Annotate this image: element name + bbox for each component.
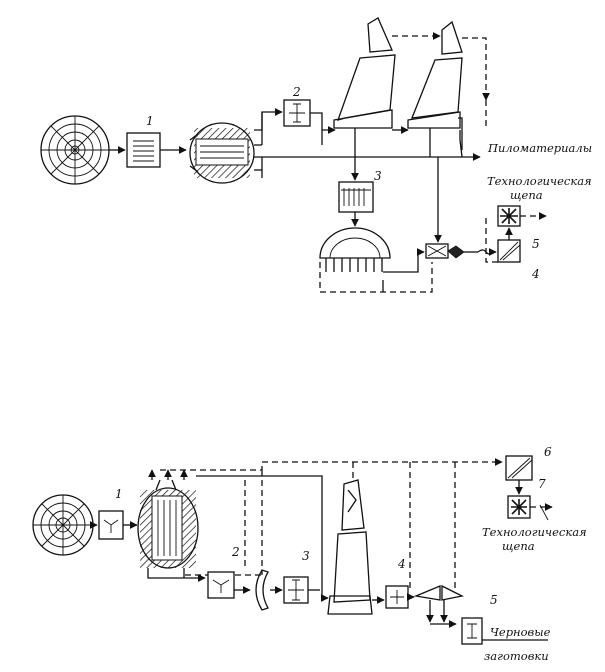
blanks-label-line2: заготовки <box>484 649 549 663</box>
label-1-bottom: 1 <box>115 487 123 501</box>
label-1: 1 <box>146 114 154 128</box>
label-5: 5 <box>532 237 540 251</box>
cant-log-icon <box>189 122 255 184</box>
machine-2-box <box>283 99 311 127</box>
machine-5-box-bottom <box>461 617 483 645</box>
machine-1-box-bottom <box>98 510 124 540</box>
cant-slice-icon <box>255 569 269 611</box>
machine-1-box <box>126 132 161 168</box>
label-3-bottom: 3 <box>302 549 310 563</box>
machine-3-box <box>338 181 374 213</box>
log-end-icon <box>40 115 110 185</box>
blanks-label-line1: Черновые <box>490 625 551 639</box>
board-cone-bottom-icon <box>327 479 373 615</box>
log-end-icon-bottom <box>32 494 94 556</box>
machine-5-box <box>497 205 521 227</box>
chips-label-bottom-line2: щепа <box>502 539 535 553</box>
lumber-label: Пиломатериалы <box>487 141 592 155</box>
label-4: 4 <box>531 267 540 281</box>
machine-4-box <box>497 239 521 263</box>
machine-2-box-bottom <box>207 571 235 599</box>
machine-6-box <box>505 455 533 481</box>
label-3: 3 <box>374 169 382 183</box>
sawn-log-icon <box>137 469 199 569</box>
chips-label-line1: Технологическая <box>487 174 592 188</box>
edging-slabs-icon <box>413 584 464 601</box>
chips-label-bottom-line1: Технологическая <box>482 525 587 539</box>
machine-7-box <box>507 495 531 519</box>
label-4-bottom: 4 <box>397 557 406 571</box>
label-6: 6 <box>544 445 552 459</box>
board-cone-2-icon <box>407 20 463 129</box>
machine-4-box-bottom <box>385 585 409 609</box>
machine-3-box-bottom <box>283 576 309 604</box>
board-cone-1-icon <box>333 17 396 129</box>
bottom-diagram: 1 2 <box>32 445 587 663</box>
label-2: 2 <box>292 85 301 99</box>
slab-pile-icon <box>319 227 391 272</box>
chips-label-line2: щепа <box>510 188 543 202</box>
label-5-bottom: 5 <box>490 593 498 607</box>
label-7: 7 <box>538 477 546 491</box>
top-diagram: 1 2 <box>40 17 592 293</box>
label-2-bottom: 2 <box>231 545 240 559</box>
chipper-box <box>425 243 449 259</box>
